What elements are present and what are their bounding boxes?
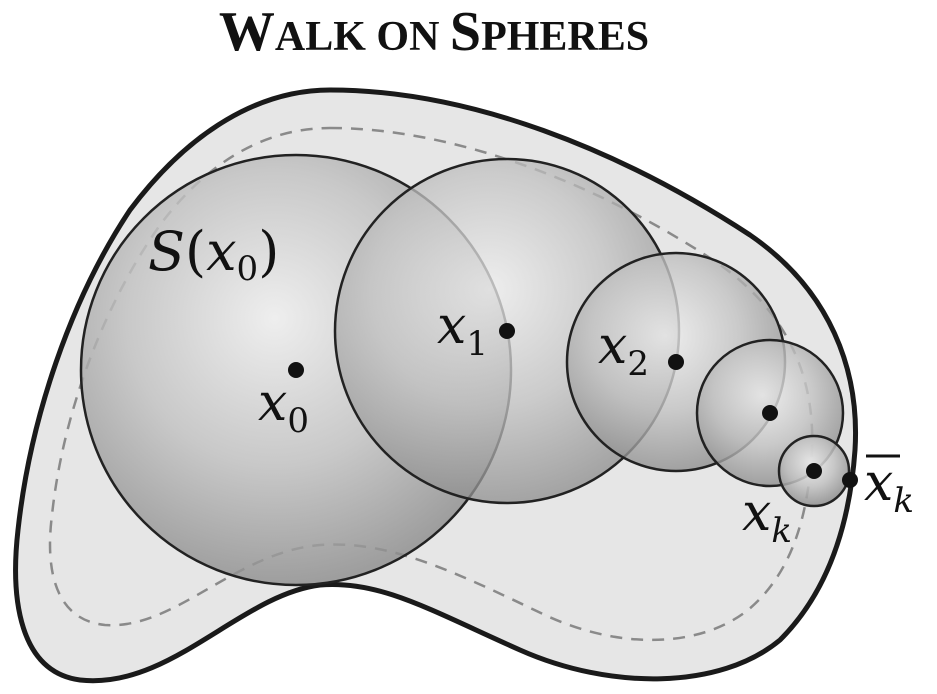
point-x0 bbox=[288, 362, 304, 378]
label-xk: xk bbox=[742, 483, 792, 551]
title: WALK ON SPHERES bbox=[219, 1, 649, 63]
point-x3 bbox=[762, 405, 778, 421]
point-x1 bbox=[499, 323, 515, 339]
point-xbar-k bbox=[842, 472, 858, 488]
point-xk bbox=[806, 463, 822, 479]
sphere-label: S(x0) bbox=[148, 220, 279, 289]
label-x1: x1 bbox=[437, 296, 488, 364]
label-xbar-k: xk bbox=[864, 453, 914, 521]
point-x2 bbox=[668, 354, 684, 370]
label-x0: x0 bbox=[258, 373, 309, 441]
label-x2: x2 bbox=[598, 316, 649, 384]
